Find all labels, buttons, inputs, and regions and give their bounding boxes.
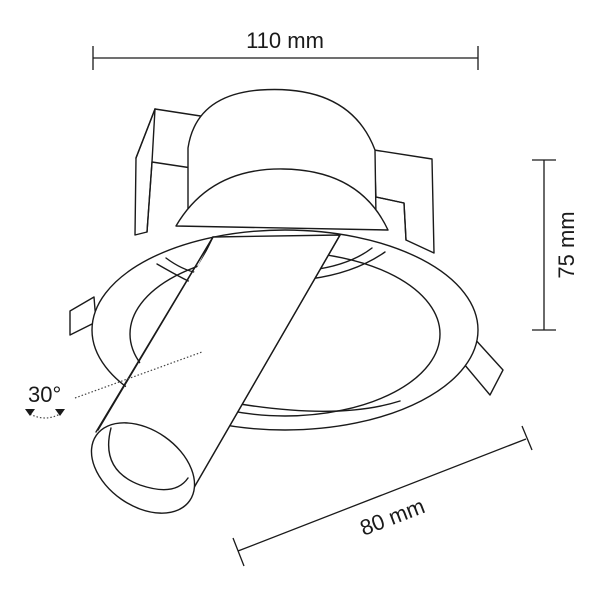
width-label: 110 mm	[246, 28, 324, 53]
tube-lens-end	[90, 422, 196, 514]
height-dimension: 75 mm	[532, 159, 579, 331]
arrow-right-icon	[55, 409, 65, 416]
collar	[175, 168, 389, 231]
height-label: 75 mm	[554, 211, 579, 278]
arrow-left-icon	[25, 409, 35, 416]
tilt-label: 30°	[28, 382, 61, 407]
mounting-bracket-right	[373, 149, 435, 254]
adjustable-tube	[95, 234, 341, 499]
tilt-indicator: 30°	[25, 382, 65, 419]
width-dimension: 110 mm	[92, 28, 479, 70]
tube-length-dimension: 80 mm	[232, 425, 533, 567]
tilt-axis-line	[74, 351, 203, 399]
